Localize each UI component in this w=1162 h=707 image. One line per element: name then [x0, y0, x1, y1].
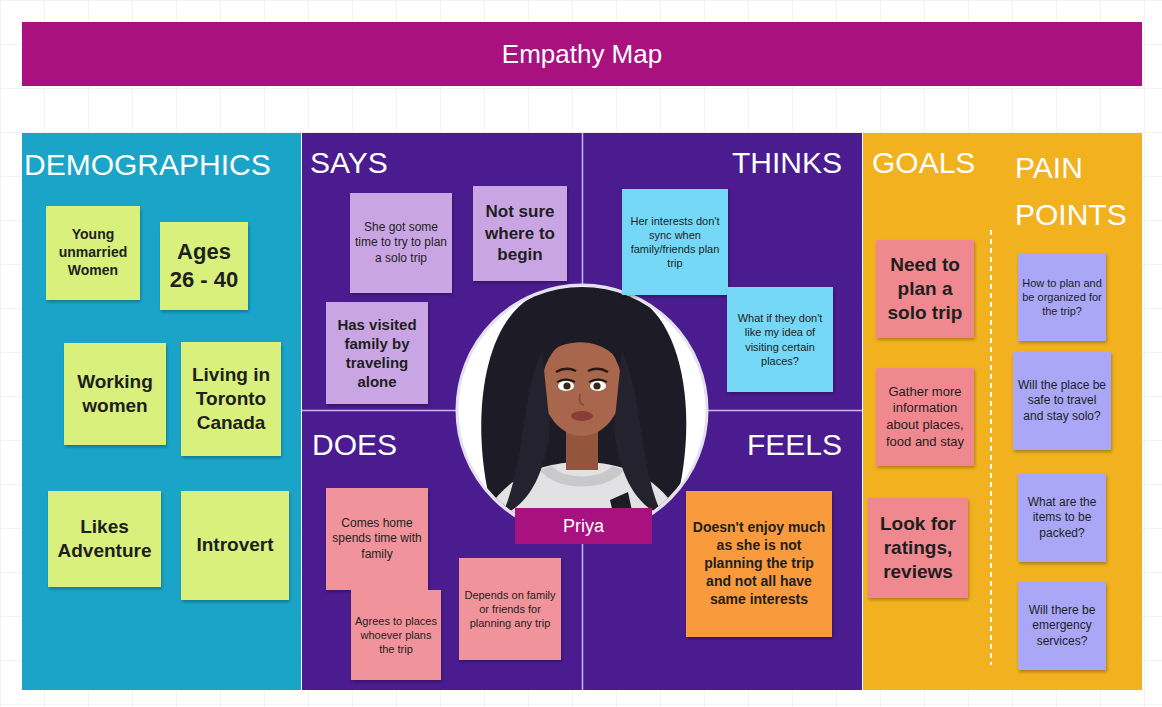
- sticky-note: Will there be emergency services?: [1018, 582, 1106, 670]
- sticky-text: Doesn't enjoy much as she is not plannin…: [690, 519, 828, 609]
- sticky-text: She got some time to try to plan a solo …: [354, 220, 448, 266]
- sticky-text: Will there be emergency services?: [1022, 603, 1102, 649]
- section-panel: FEELS Doesn't enjoy much as she is not pl…: [583, 411, 862, 690]
- title-bar: Empathy Map: [22, 22, 1142, 86]
- sticky-note: Has visited family by traveling alone: [326, 302, 428, 404]
- section-panel: THINKS Her interests don't sync when fami…: [583, 133, 862, 410]
- sticky-note: Agrees to places whoever plans the trip: [351, 590, 441, 680]
- sticky-note: Likes Adventure: [48, 491, 161, 587]
- sticky-note: Introvert: [181, 491, 289, 600]
- sticky-text: Living in Toronto Canada: [185, 363, 277, 436]
- sticky-note: Ages 26 - 40: [160, 222, 248, 310]
- sticky-text: Look for ratings, reviews: [872, 512, 964, 585]
- sticky-text: What if they don't like my idea of visit…: [731, 311, 829, 367]
- sticky-note: Her interests don't sync when family/fri…: [622, 189, 728, 295]
- sticky-note: How to plan and be organized for the tri…: [1018, 253, 1106, 341]
- sticky-text: Agrees to places whoever plans the trip: [355, 614, 437, 656]
- section-heading: FEELS: [583, 427, 862, 463]
- sticky-note: Gather more information about places, fo…: [876, 368, 974, 466]
- persona-name-tag: Priya: [515, 508, 652, 544]
- sticky-text: Her interests don't sync when family/fri…: [626, 214, 724, 270]
- sticky-text: Depends on family or friends for plannin…: [463, 588, 557, 630]
- sticky-text: What are the items to be packed?: [1022, 495, 1102, 541]
- title-text: Empathy Map: [502, 39, 662, 70]
- sticky-text: Will the place be safe to travel and sta…: [1017, 378, 1107, 424]
- sticky-text: Gather more information about places, fo…: [880, 384, 970, 451]
- section-heading: GOALS: [863, 145, 991, 181]
- goals-panel: [863, 133, 1142, 690]
- sticky-note: Working women: [64, 343, 166, 445]
- sticky-text: How to plan and be organized for the tri…: [1022, 276, 1102, 318]
- sticky-note: She got some time to try to plan a solo …: [350, 193, 452, 293]
- persona-name: Priya: [563, 516, 604, 537]
- sticky-text: Likes Adventure: [52, 515, 157, 564]
- persona-avatar: [457, 285, 707, 561]
- sticky-text: Need to plan a solo trip: [880, 253, 970, 326]
- section-panel: SAYS She got some time to try to plan a s…: [302, 133, 582, 410]
- sticky-text: Introvert: [185, 533, 285, 557]
- sticky-text: Has visited family by traveling alone: [330, 315, 424, 392]
- sticky-text: Not sure where to begin: [477, 201, 563, 266]
- sticky-note: Will the place be safe to travel and sta…: [1013, 352, 1111, 450]
- sticky-note: Young unmarried Women: [46, 206, 140, 300]
- quadrant-panel: [302, 133, 862, 690]
- section-panel: GOALS Need to plan a solo tripGather more…: [863, 133, 991, 690]
- sticky-note: Comes home spends time with family: [326, 488, 428, 590]
- section-heading: PAIN POINTS: [992, 145, 1142, 238]
- sticky-text: Young unmarried Women: [50, 226, 136, 280]
- dashed-divider: [990, 230, 992, 665]
- sticky-text: Ages 26 - 40: [164, 238, 244, 294]
- sticky-note: Depends on family or friends for plannin…: [459, 558, 561, 660]
- section-panel: DEMOGRAPHICS Young unmarried Women Ages 26…: [22, 133, 301, 690]
- sticky-note: Doesn't enjoy much as she is not plannin…: [686, 491, 832, 637]
- section-heading: THINKS: [583, 145, 862, 181]
- sticky-note: What are the items to be packed?: [1018, 474, 1106, 562]
- section-heading: DOES: [302, 427, 582, 463]
- sticky-note: What if they don't like my idea of visit…: [727, 287, 833, 392]
- sticky-note: Need to plan a solo trip: [876, 240, 974, 338]
- sticky-text: Comes home spends time with family: [330, 516, 424, 562]
- section-panel: PAIN POINTS How to plan and be organized …: [992, 133, 1142, 690]
- section-panel: DOES Comes home spends time with familyAg…: [302, 411, 582, 690]
- sticky-note: Look for ratings, reviews: [868, 498, 968, 598]
- sticky-text: Working women: [68, 370, 162, 419]
- sticky-note: Not sure where to begin: [473, 186, 567, 281]
- section-heading: DEMOGRAPHICS: [22, 147, 301, 183]
- section-heading: SAYS: [302, 145, 582, 181]
- sticky-note: Living in Toronto Canada: [181, 342, 281, 456]
